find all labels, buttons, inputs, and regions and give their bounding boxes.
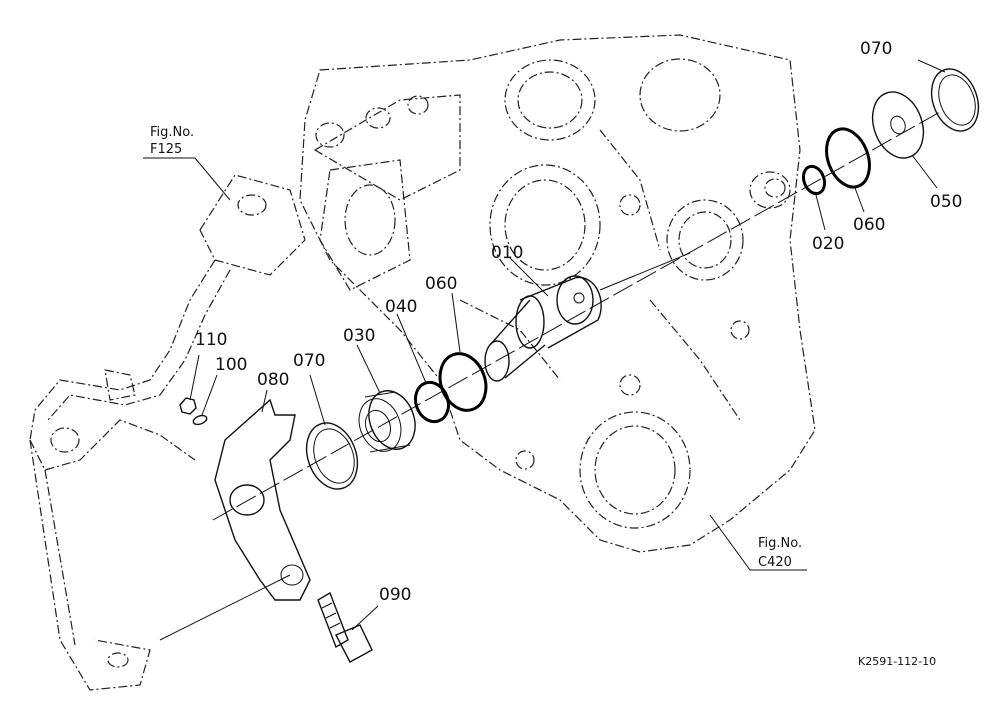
o-ring-040	[413, 380, 451, 424]
label-060-left: 060	[425, 274, 457, 294]
ref-leader-c420	[709, 514, 807, 571]
label-030: 030	[343, 326, 375, 346]
o-ring-020	[801, 164, 827, 196]
label-040: 040	[385, 297, 417, 317]
label-070-left: 070	[293, 351, 325, 371]
gear-case-housing	[299, 34, 816, 553]
snap-ring-070-right	[930, 68, 980, 132]
label-060-right: 060	[853, 215, 885, 235]
assembly-axis	[212, 111, 941, 521]
label-110: 110	[195, 330, 227, 350]
label-010: 010	[491, 243, 523, 263]
label-070-right: 070	[860, 39, 892, 59]
ref-c420-line2: C420	[758, 555, 792, 570]
ref-c420-line1: Fig.No.	[758, 536, 802, 551]
lever-080	[214, 398, 311, 601]
bushing-030	[358, 390, 416, 453]
ref-f125-line2: F125	[150, 142, 182, 157]
governor-linkage	[29, 174, 306, 691]
label-080: 080	[257, 370, 289, 390]
label-050: 050	[930, 192, 962, 212]
bolt-090	[317, 591, 373, 663]
leader-lines	[189, 59, 946, 631]
drawing-code: K2591-112-10	[858, 655, 936, 668]
shaft-010	[484, 252, 691, 382]
washer-050	[871, 91, 925, 159]
snap-ring-070-left	[305, 422, 359, 490]
label-100: 100	[215, 355, 247, 375]
nut-110	[179, 397, 197, 415]
o-ring-060-left	[438, 352, 488, 412]
ref-f125-line1: Fig.No.	[150, 125, 194, 140]
label-090: 090	[379, 585, 411, 605]
ref-leader-f125	[143, 157, 231, 201]
label-020: 020	[812, 234, 844, 254]
washer-100	[192, 414, 208, 426]
o-ring-060-right	[825, 127, 871, 189]
